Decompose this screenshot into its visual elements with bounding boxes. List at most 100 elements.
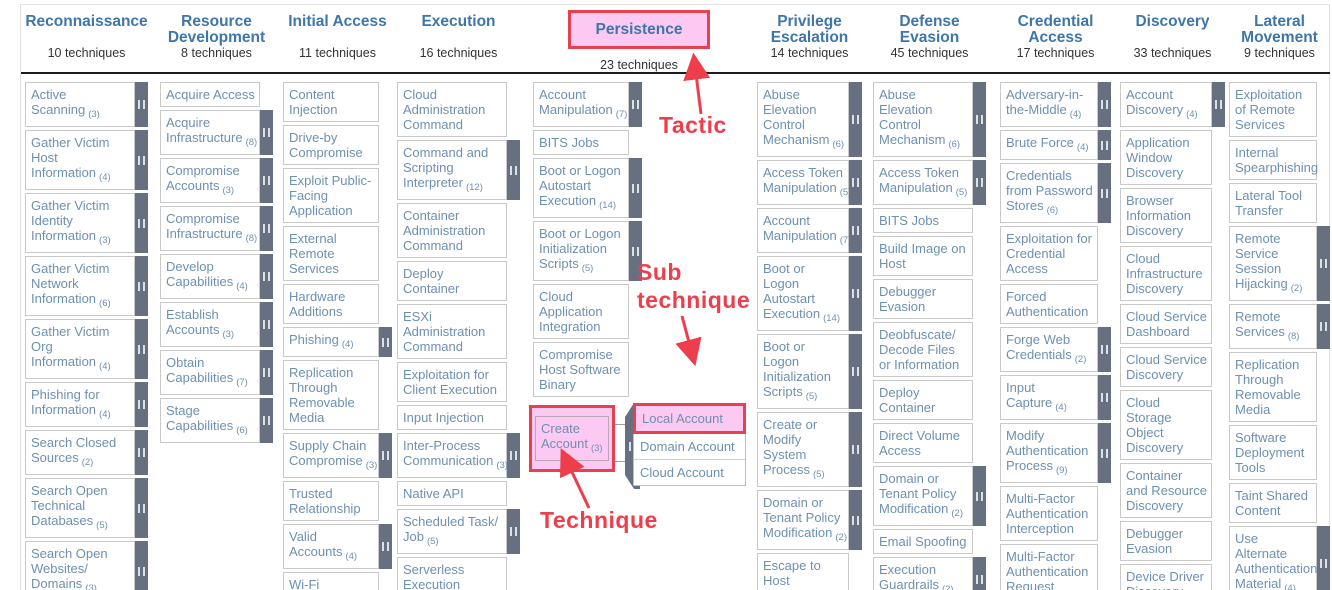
technique-cell[interactable]: Domain or Tenant Policy Modification(2)	[757, 490, 849, 550]
subtechnique-expand-bar[interactable]	[260, 110, 273, 155]
technique-cell[interactable]: Active Scanning(3)	[25, 82, 135, 127]
technique-cell[interactable]: Trusted Relationship	[283, 481, 379, 521]
subtechnique-expand-bar[interactable]	[507, 509, 520, 554]
subtechnique-expand-bar[interactable]	[260, 206, 273, 251]
tactic-title[interactable]: Resource Development	[167, 13, 266, 46]
technique-cell[interactable]: Escape to Host	[757, 553, 849, 590]
subtechnique-cell[interactable]: Cloud Account	[634, 459, 745, 485]
subtechnique-expand-bar[interactable]	[260, 158, 273, 203]
subtechnique-expand-bar[interactable]	[135, 430, 148, 475]
subtechnique-expand-bar[interactable]	[849, 412, 862, 487]
subtechnique-expand-bar[interactable]	[135, 193, 148, 253]
technique-cell[interactable]: Search Open Websites/ Domains(3)	[25, 541, 135, 590]
technique-cell[interactable]: Supply Chain Compromise(3)	[283, 433, 379, 478]
technique-cell[interactable]: Browser Information Discovery	[1120, 188, 1212, 243]
technique-cell[interactable]: Execution Guardrails(2)	[873, 557, 973, 590]
technique-cell[interactable]: Boot or Logon Initialization Scripts(5)	[757, 334, 849, 409]
subtechnique-expand-bar[interactable]	[629, 221, 642, 281]
subtechnique-expand-bar[interactable]	[973, 82, 986, 157]
technique-cell[interactable]: Cloud Service Dashboard	[1120, 304, 1212, 344]
subtechnique-expand-bar[interactable]	[135, 382, 148, 427]
tactic-title[interactable]: Persistence	[595, 20, 683, 38]
technique-cell[interactable]: Remote Services(8)	[1229, 304, 1317, 349]
technique-cell[interactable]: Remote Service Session Hijacking(2)	[1229, 226, 1317, 301]
technique-cell[interactable]: Exploit Public-Facing Application	[283, 168, 379, 223]
subtechnique-expand-bar[interactable]	[1098, 375, 1111, 420]
subtechnique-expand-bar[interactable]	[1098, 423, 1111, 483]
subtechnique-expand-bar[interactable]	[1317, 304, 1330, 349]
technique-cell[interactable]: Debugger Evasion	[1120, 521, 1212, 561]
technique-cell[interactable]: Gather Victim Network Information(6)	[25, 256, 135, 316]
subtechnique-expand-bar[interactable]	[973, 160, 986, 205]
technique-cell[interactable]: Valid Accounts(4)	[283, 524, 379, 569]
subtechnique-expand-bar[interactable]	[849, 160, 862, 205]
technique-cell[interactable]: Acquire Infrastructure(8)	[160, 110, 260, 155]
technique-cell[interactable]: Replication Through Removable Media	[1229, 352, 1317, 422]
technique-cell[interactable]: Device Driver Discovery	[1120, 564, 1212, 590]
technique-cell[interactable]: Multi-Factor Authentication Request Gene…	[1000, 544, 1098, 590]
subtechnique-expand-bar[interactable]	[849, 82, 862, 157]
technique-cell[interactable]: Search Closed Sources(2)	[25, 430, 135, 475]
technique-cell[interactable]: Deploy Container	[397, 261, 507, 301]
technique-cell[interactable]: Cloud Application Integration	[533, 284, 629, 339]
technique-cell[interactable]: Compromise Host Software Binary	[533, 342, 629, 397]
subtechnique-expand-bar[interactable]	[135, 319, 148, 379]
subtechnique-expand-bar[interactable]	[1098, 327, 1111, 372]
technique-cell[interactable]: Input Injection	[397, 405, 507, 430]
technique-cell[interactable]: Exploitation for Credential Access	[1000, 226, 1098, 281]
technique-cell[interactable]: Cloud Administration Command	[397, 82, 507, 137]
subtechnique-expand-bar[interactable]	[1212, 82, 1225, 127]
technique-cell[interactable]: Acquire Access	[160, 82, 260, 107]
technique-cell[interactable]: Software Deployment Tools	[1229, 425, 1317, 480]
subtechnique-expand-bar[interactable]	[1317, 226, 1330, 301]
technique-cell[interactable]: Adversary-in-the-Middle(4)	[1000, 82, 1098, 127]
technique-cell[interactable]: Forge Web Credentials(2)	[1000, 327, 1098, 372]
technique-cell[interactable]: Build Image on Host	[873, 236, 973, 276]
technique-cell[interactable]: Input Capture(4)	[1000, 375, 1098, 420]
technique-cell[interactable]: Create or Modify System Process(5)	[757, 412, 849, 487]
tactic-title[interactable]: Execution	[421, 13, 496, 30]
technique-cell[interactable]: Deploy Container	[873, 380, 973, 420]
technique-cell[interactable]: Exploitation for Client Execution	[397, 362, 507, 402]
technique-cell[interactable]: Abuse Elevation Control Mechanism(6)	[873, 82, 973, 157]
subtechnique-expand-bar[interactable]	[1098, 163, 1111, 223]
subtechnique-expand-bar[interactable]	[1317, 526, 1330, 590]
technique-cell[interactable]: Hardware Additions	[283, 284, 379, 324]
technique-cell[interactable]: Cloud Infrastructure Discovery	[1120, 246, 1212, 301]
subtechnique-expand-bar[interactable]	[973, 557, 986, 590]
technique-cell[interactable]: Application Window Discovery	[1120, 130, 1212, 185]
tactic-title[interactable]: Credential Access	[1017, 13, 1094, 46]
subtechnique-expand-bar[interactable]	[260, 398, 273, 443]
technique-cell[interactable]: External Remote Services	[283, 226, 379, 281]
technique-cell[interactable]: Account Manipulation(7)	[757, 208, 851, 253]
technique-cell[interactable]: Wi-Fi Networks	[283, 572, 379, 590]
tactic-title[interactable]: Defense Evasion	[899, 13, 960, 46]
technique-cell[interactable]: Obtain Capabilities(7)	[160, 350, 260, 395]
tactic-title[interactable]: Privilege Escalation	[770, 13, 849, 46]
subtechnique-expand-bar[interactable]	[135, 130, 148, 190]
subtechnique-expand-bar[interactable]	[260, 350, 273, 395]
technique-cell[interactable]: Boot or Logon Initialization Scripts(5)	[533, 221, 629, 281]
subtechnique-expand-bar[interactable]	[135, 478, 148, 538]
technique-cell[interactable]: Gather Victim Host Information(4)	[25, 130, 135, 190]
tactic-title[interactable]: Initial Access	[288, 13, 387, 30]
technique-cell[interactable]: Access Token Manipulation(5)	[757, 160, 851, 205]
technique-cell[interactable]: Container Administration Command	[397, 203, 507, 258]
technique-cell[interactable]: Deobfuscate/ Decode Files or Information	[873, 322, 973, 377]
technique-cell[interactable]: Phishing for Information(4)	[25, 382, 135, 427]
technique-cell[interactable]: Boot or Logon Autostart Execution(14)	[533, 158, 629, 218]
subtechnique-expand-bar[interactable]	[629, 158, 642, 218]
technique-cell[interactable]: Internal Spearphishing	[1229, 140, 1318, 180]
technique-cell[interactable]: Phishing(4)	[283, 327, 379, 357]
technique-cell[interactable]: Search Open Technical Databases(5)	[25, 478, 135, 538]
subtechnique-expand-bar[interactable]	[379, 433, 392, 478]
subtechnique-expand-bar[interactable]	[135, 256, 148, 316]
technique-cell[interactable]: Replication Through Removable Media	[283, 360, 379, 430]
subtechnique-expand-bar[interactable]	[379, 524, 392, 569]
subtechnique-expand-bar[interactable]	[849, 208, 862, 253]
technique-cell[interactable]: Brute Force(4)	[1000, 130, 1098, 160]
technique-cell[interactable]: Create Account(3)	[535, 416, 609, 461]
technique-cell[interactable]: Boot or Logon Autostart Execution(14)	[757, 256, 849, 331]
subtechnique-expand-bar[interactable]	[1098, 82, 1111, 127]
technique-cell[interactable]: Email Spoofing	[873, 529, 973, 554]
